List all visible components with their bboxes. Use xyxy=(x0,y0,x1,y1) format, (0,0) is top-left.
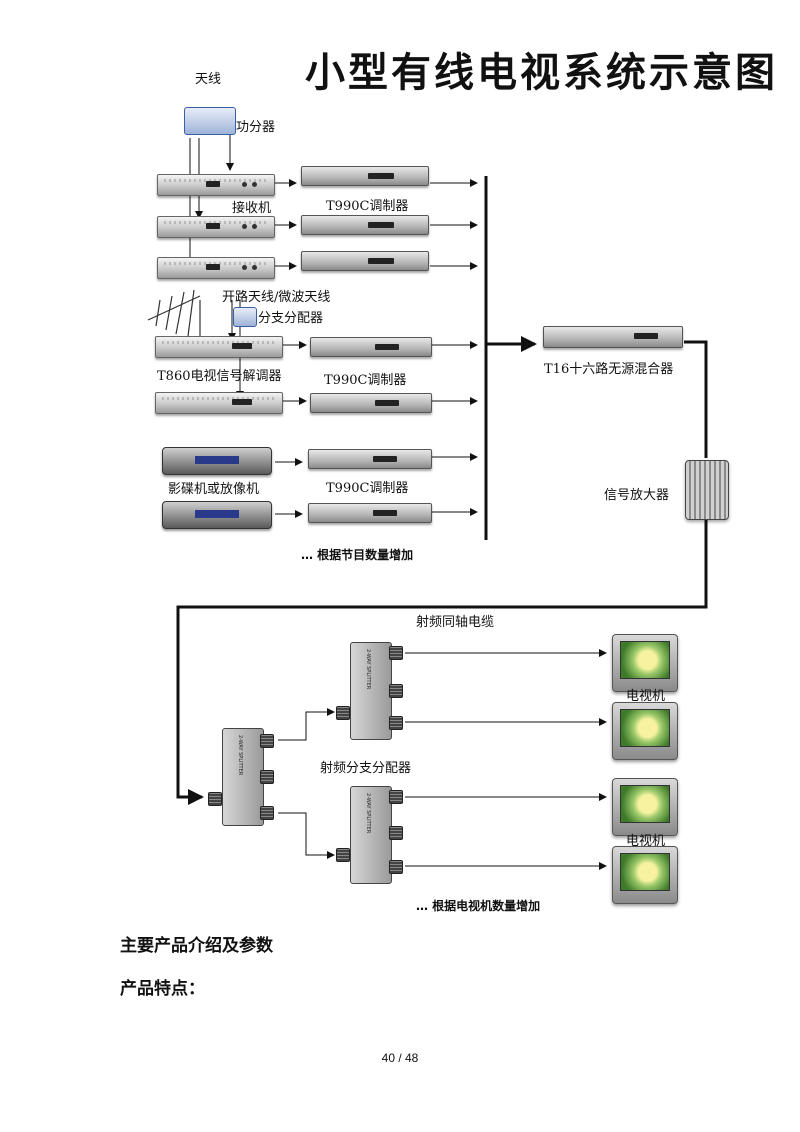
tv-label-1: 电视机 xyxy=(626,689,666,704)
tv-icon xyxy=(612,634,678,692)
modulator-label-2: T990C调制器 xyxy=(324,373,407,388)
receiver-label: 接收机 xyxy=(232,201,272,216)
coax-label: 射频同轴电缆 xyxy=(416,615,495,630)
add-by-tvs-note: … 根据电视机数量增加 xyxy=(416,899,541,913)
page-title: 小型有线电视系统示意图 xyxy=(305,50,778,96)
splitter-out-port xyxy=(260,806,274,820)
modulator-label-1: T990C调制器 xyxy=(326,199,409,214)
tv-icon xyxy=(612,778,678,836)
antenna-label: 天线 xyxy=(195,72,222,87)
splitter-port xyxy=(389,684,403,698)
splitter-out-port xyxy=(260,734,274,748)
splitter-out-port xyxy=(389,716,403,730)
receiver-unit xyxy=(157,174,275,196)
dvd-player-unit xyxy=(162,447,272,475)
receiver-unit xyxy=(157,216,275,238)
tv-icon xyxy=(612,846,678,904)
modulator-unit xyxy=(301,166,429,186)
modulator-unit xyxy=(301,251,429,271)
rf-splitter-label: 射频分支分配器 xyxy=(320,761,412,776)
modulator-unit xyxy=(308,449,432,469)
splitter-out-port xyxy=(389,860,403,874)
tv-icon xyxy=(612,702,678,760)
demodulator-unit xyxy=(155,392,283,414)
modulator-unit xyxy=(301,215,429,235)
dvd-player-unit xyxy=(162,501,272,529)
modulator-unit xyxy=(310,393,432,413)
receiver-unit xyxy=(157,257,275,279)
splitter-port xyxy=(260,770,274,784)
amplifier-label: 信号放大器 xyxy=(604,488,670,503)
mixer-label: T16十六路无源混合器 xyxy=(544,362,674,377)
splitter-in-port xyxy=(336,848,350,862)
distributor-icon xyxy=(233,307,257,327)
demodulator-label: T860电视信号解调器 xyxy=(157,369,282,384)
modulator-label-3: T990C调制器 xyxy=(326,481,409,496)
distributor-label: 分支分配器 xyxy=(258,311,324,326)
splitter-out-port xyxy=(389,790,403,804)
demodulator-unit xyxy=(155,336,283,358)
page-number: 40 / 48 xyxy=(381,1051,419,1065)
splitter-model-text: 2-WAY SPLITTER xyxy=(237,735,243,776)
rf-splitter-upper: 2-WAY SPLITTER xyxy=(350,642,392,740)
splitter-in-port xyxy=(336,706,350,720)
amplifier-icon xyxy=(685,460,729,520)
player-label: 影碟机或放像机 xyxy=(168,482,260,497)
splitter-port xyxy=(389,826,403,840)
splitter-out-port xyxy=(389,646,403,660)
modulator-unit xyxy=(310,337,432,357)
tv-label-2: 电视机 xyxy=(626,834,666,849)
power-divider-icon xyxy=(184,107,236,135)
splitter-model-text: 2-WAY SPLITTER xyxy=(365,793,371,834)
rf-splitter-main: 2-WAY SPLITTER xyxy=(222,728,264,826)
rf-splitter-lower: 2-WAY SPLITTER xyxy=(350,786,392,884)
splitter-model-text: 2-WAY SPLITTER xyxy=(365,649,371,690)
power-divider-label: 功分器 xyxy=(236,120,276,135)
add-by-programs-note: … 根据节目数量增加 xyxy=(301,548,414,562)
products-heading: 主要产品介绍及参数 xyxy=(120,936,273,956)
modulator-unit xyxy=(308,503,432,523)
features-heading: 产品特点： xyxy=(120,979,205,999)
splitter-in-port xyxy=(208,792,222,806)
mixer-unit xyxy=(543,326,683,348)
open-antenna-label: 开路天线/微波天线 xyxy=(222,290,331,305)
